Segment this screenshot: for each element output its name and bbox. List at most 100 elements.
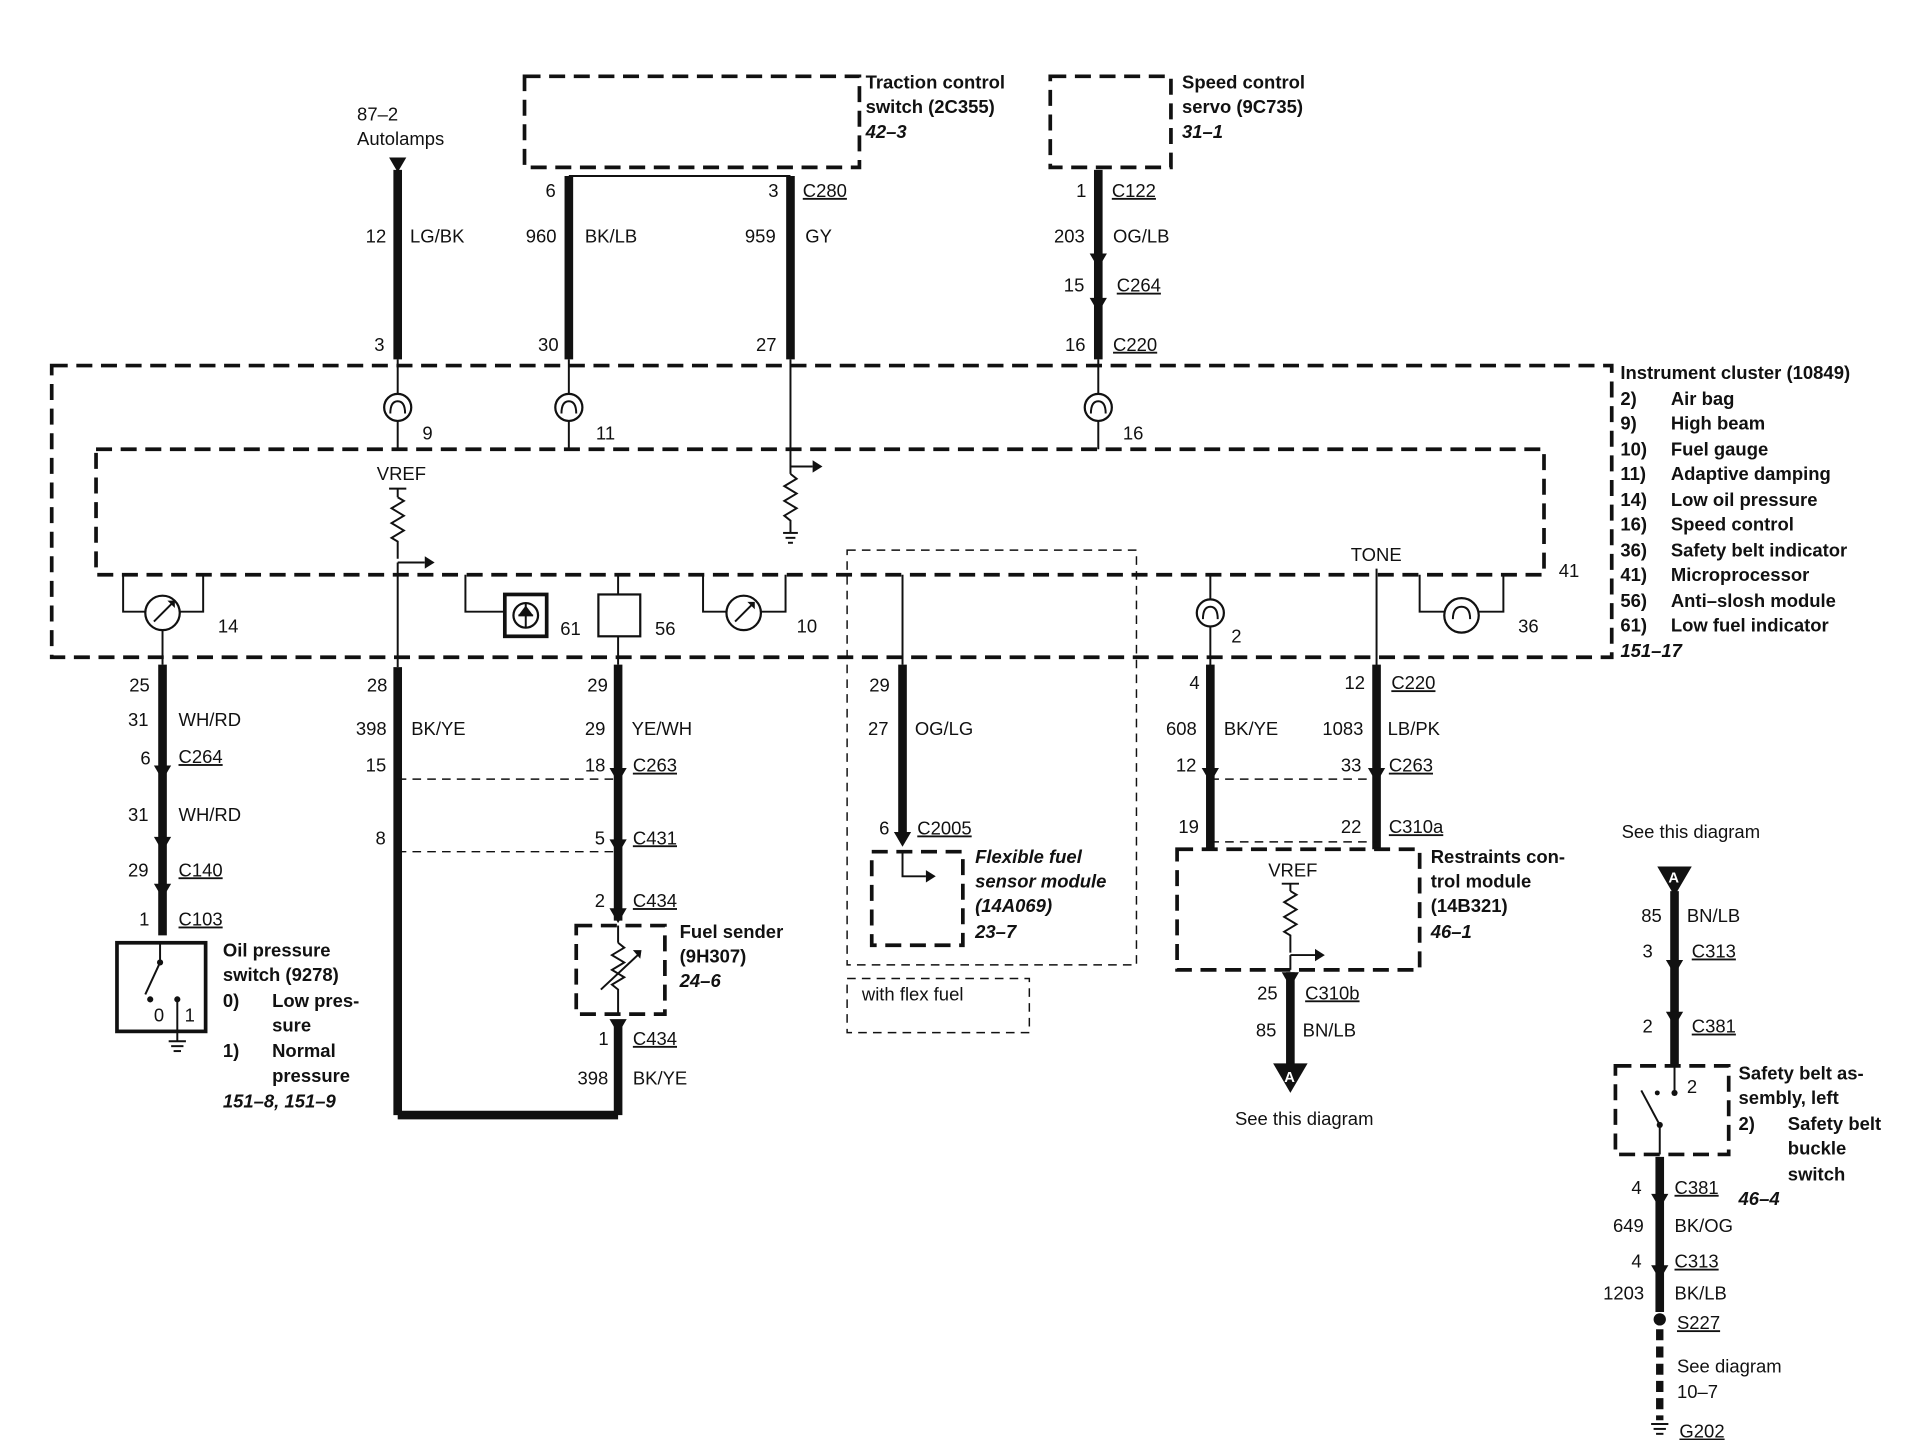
svg-text:14): 14) <box>1620 489 1647 510</box>
svg-text:398: 398 <box>577 1067 608 1088</box>
svg-text:C263: C263 <box>633 755 677 776</box>
buckle-switch-contact-icon <box>1640 1089 1661 1126</box>
svg-text:(9H307): (9H307) <box>680 945 747 966</box>
svg-text:Safety belt indicator: Safety belt indicator <box>1671 539 1847 560</box>
svg-text:A: A <box>1284 1070 1295 1086</box>
svg-text:16): 16) <box>1620 513 1647 534</box>
svg-text:31: 31 <box>128 709 149 730</box>
svg-text:24–6: 24–6 <box>679 970 722 991</box>
svg-text:25: 25 <box>1257 982 1278 1003</box>
traction-color-b: GY <box>805 225 832 246</box>
speed-control-lamp-icon <box>1083 392 1113 423</box>
gauge-10-label: 10 <box>797 616 818 637</box>
flex-fuel-note-box <box>846 977 1031 1034</box>
flex-fuel-branch: 29 27 OG/LG 6 C2005 Flexible fuel sensor… <box>846 549 1138 1034</box>
safety-belt-lamp-icon <box>1443 597 1480 634</box>
gauge-14-label: 14 <box>218 616 239 637</box>
lamp-9-label: 9 <box>422 422 432 443</box>
svg-text:649: 649 <box>1613 1215 1644 1236</box>
traction-name-2: switch (2C355) <box>866 96 995 117</box>
indicator-61-label: 61 <box>560 618 581 639</box>
svg-text:(14B321): (14B321) <box>1431 895 1508 916</box>
svg-text:BK/YE: BK/YE <box>1224 718 1278 739</box>
svg-text:31: 31 <box>128 804 149 825</box>
svg-text:6: 6 <box>140 747 150 768</box>
svg-text:151–8, 151–9: 151–8, 151–9 <box>223 1091 337 1112</box>
speed-servo-connector-cluster: C220 <box>1113 334 1157 355</box>
svg-text:BN/LB: BN/LB <box>1687 905 1740 926</box>
svg-text:19: 19 <box>1178 816 1199 837</box>
svg-text:2): 2) <box>1620 388 1636 409</box>
svg-text:46–4: 46–4 <box>1738 1188 1780 1209</box>
speed-servo-pin-cluster: 16 <box>1065 334 1086 355</box>
svg-text:WH/RD: WH/RD <box>179 709 242 730</box>
oil-switch-ground-icon <box>168 1040 186 1053</box>
cluster-ref: 151–17 <box>1620 640 1682 661</box>
svg-text:1): 1) <box>223 1040 239 1061</box>
svg-text:18: 18 <box>585 755 606 776</box>
air-bag-lamp-icon <box>1195 598 1225 628</box>
svg-text:switch (9278): switch (9278) <box>223 964 339 985</box>
svg-text:0: 0 <box>154 1005 164 1026</box>
lamp-16-label: 16 <box>1123 422 1144 443</box>
svg-text:2: 2 <box>1687 1076 1697 1097</box>
svg-text:Adaptive damping: Adaptive damping <box>1671 463 1831 484</box>
svg-text:Oil pressure: Oil pressure <box>223 939 331 960</box>
svg-text:398: 398 <box>356 718 387 739</box>
module-56-label: 56 <box>655 618 676 639</box>
svg-text:See this diagram: See this diagram <box>1235 1108 1374 1129</box>
svg-text:10): 10) <box>1620 438 1647 459</box>
svg-text:2): 2) <box>1739 1113 1755 1134</box>
svg-text:2: 2 <box>1643 1016 1653 1037</box>
svg-text:See diagram: See diagram <box>1677 1355 1782 1376</box>
svg-text:C313: C313 <box>1692 941 1736 962</box>
autolamps-feed: 87–2 Autolamps 12 LG/BK 3 <box>357 104 465 360</box>
svg-text:Restraints con-: Restraints con- <box>1431 846 1565 867</box>
tone-label: TONE <box>1351 544 1402 565</box>
svg-text:C264: C264 <box>179 746 223 767</box>
autolamps-pin: 3 <box>374 334 384 355</box>
traction-control-box <box>522 74 862 170</box>
vref-resistor-icon <box>389 496 406 559</box>
svg-text:BK/OG: BK/OG <box>1675 1215 1733 1236</box>
microprocessor-id: 41 <box>1559 560 1580 581</box>
svg-text:33: 33 <box>1341 755 1362 776</box>
svg-text:Normal: Normal <box>272 1040 336 1061</box>
fuel-sender-branch: 29 29 YE/WH 18 C263 5 C431 2 C434 Fuel s… <box>574 636 784 1116</box>
restraints-module-box <box>1175 847 1422 972</box>
svg-text:61): 61) <box>1620 614 1647 635</box>
svg-text:27: 27 <box>868 718 889 739</box>
speed-servo-connector: C122 <box>1112 180 1156 201</box>
microprocessor-box <box>94 447 1546 577</box>
autolamps-ref: 87–2 <box>357 104 398 125</box>
svg-text:15: 15 <box>366 755 387 776</box>
svg-text:C434: C434 <box>633 890 677 911</box>
svg-text:(14A069): (14A069) <box>975 895 1052 916</box>
traction-connector-b: C280 <box>803 180 847 201</box>
svg-text:29: 29 <box>869 675 890 696</box>
svg-text:0): 0) <box>223 990 239 1011</box>
traction-cluster-pin-b: 27 <box>756 334 777 355</box>
speed-servo-pin-mid: 15 <box>1064 275 1085 296</box>
svg-text:12: 12 <box>1176 755 1197 776</box>
speed-servo-connector-mid: C264 <box>1117 275 1161 296</box>
svg-text:Fuel sender: Fuel sender <box>680 921 784 942</box>
svg-text:1: 1 <box>139 909 149 930</box>
svg-text:pressure: pressure <box>272 1065 350 1086</box>
svg-text:S227: S227 <box>1677 1312 1720 1333</box>
lamp-36-label: 36 <box>1518 616 1539 637</box>
svg-text:trol module: trol module <box>1431 870 1531 891</box>
lamp-11-label: 11 <box>596 422 615 443</box>
cluster-title: Instrument cluster (10849) <box>1620 362 1850 383</box>
fuel-sender-variable-resistor-icon <box>610 942 627 1015</box>
svg-text:C140: C140 <box>179 859 223 880</box>
svg-text:BK/YE: BK/YE <box>411 718 465 739</box>
svg-text:23–7: 23–7 <box>974 921 1017 942</box>
autolamps-circuit: 12 <box>366 225 387 246</box>
svg-text:12: 12 <box>1345 672 1366 693</box>
lamp-2-label: 2 <box>1231 625 1241 646</box>
speed-servo-name-2: servo (9C735) <box>1182 96 1303 117</box>
svg-text:C431: C431 <box>633 827 677 848</box>
svg-text:4: 4 <box>1631 1177 1641 1198</box>
svg-text:8: 8 <box>376 827 386 848</box>
